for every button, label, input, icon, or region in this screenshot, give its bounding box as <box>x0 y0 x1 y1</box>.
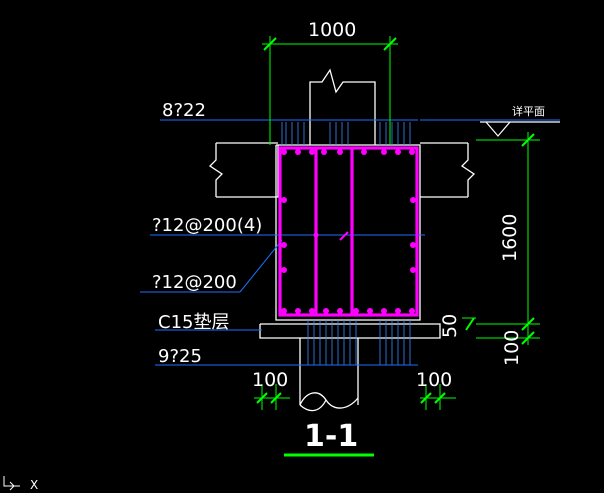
top-bar-projection <box>281 122 411 145</box>
right-beam-break <box>460 143 476 197</box>
dim-right-offset: 50 <box>439 314 461 338</box>
leader-lines <box>140 119 560 366</box>
rebar-dots <box>281 149 416 314</box>
tie-mark <box>339 231 349 241</box>
bottom-bar-projection <box>307 320 411 365</box>
label-bedding: C15垫层 <box>158 312 229 333</box>
label-top-rebar: 8?22 <box>162 100 206 121</box>
pile-break <box>299 399 327 412</box>
label-stirrup: ?12@200(4) <box>152 215 262 236</box>
dim-right-bottom: 100 <box>501 330 523 366</box>
ucs-icon <box>3 476 20 491</box>
dim-bottom-right: 100 <box>416 369 452 391</box>
column-stub <box>309 68 376 145</box>
concrete-outline <box>208 68 476 412</box>
ucs-axis-label: X <box>30 478 38 492</box>
label-bottom-rebar: 9?25 <box>158 346 202 367</box>
side-rebar-leader-diag <box>239 239 283 293</box>
dimension-lines <box>254 36 540 410</box>
dim-right-height: 1600 <box>499 214 521 262</box>
section-title: 1-1 <box>304 419 358 454</box>
cap-body <box>275 144 421 321</box>
label-elevation: 详平面 <box>512 104 545 118</box>
dim-top-width: 1000 <box>308 19 356 41</box>
left-beam-bottom <box>216 145 279 198</box>
label-side-rebar: ?12@200 <box>152 272 237 293</box>
rebar-cage <box>278 146 419 317</box>
pile-break <box>299 392 359 409</box>
left-beam-break <box>208 143 224 197</box>
dim-bottom-left: 100 <box>252 369 288 391</box>
stirrup-outer <box>278 146 419 317</box>
elevation-marker <box>480 121 560 137</box>
